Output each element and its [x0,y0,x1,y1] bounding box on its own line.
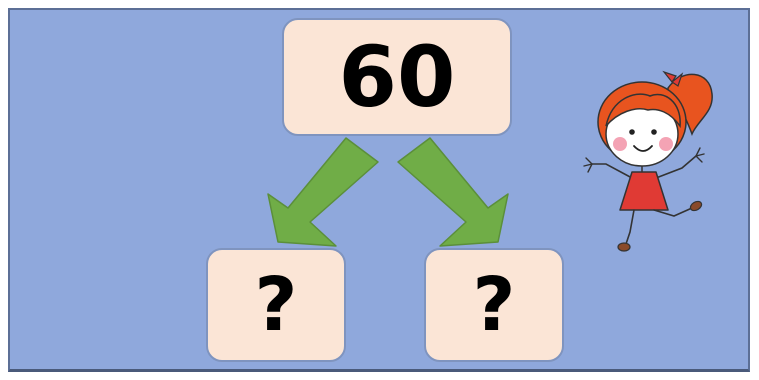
arrow-down-right-icon [397,137,509,247]
left-part-box: ? [206,248,346,362]
right-part-box: ? [424,248,564,362]
whole-number-box: 60 [282,18,512,136]
arrows-layer [267,137,509,247]
arrow-down-left-icon [267,137,379,247]
slide-canvas: 60 ? ? [8,8,750,372]
whole-number-value: 60 [338,28,456,126]
cartoon-girl-illustration [583,70,713,252]
right-part-value: ? [472,262,516,348]
left-part-value: ? [254,262,298,348]
